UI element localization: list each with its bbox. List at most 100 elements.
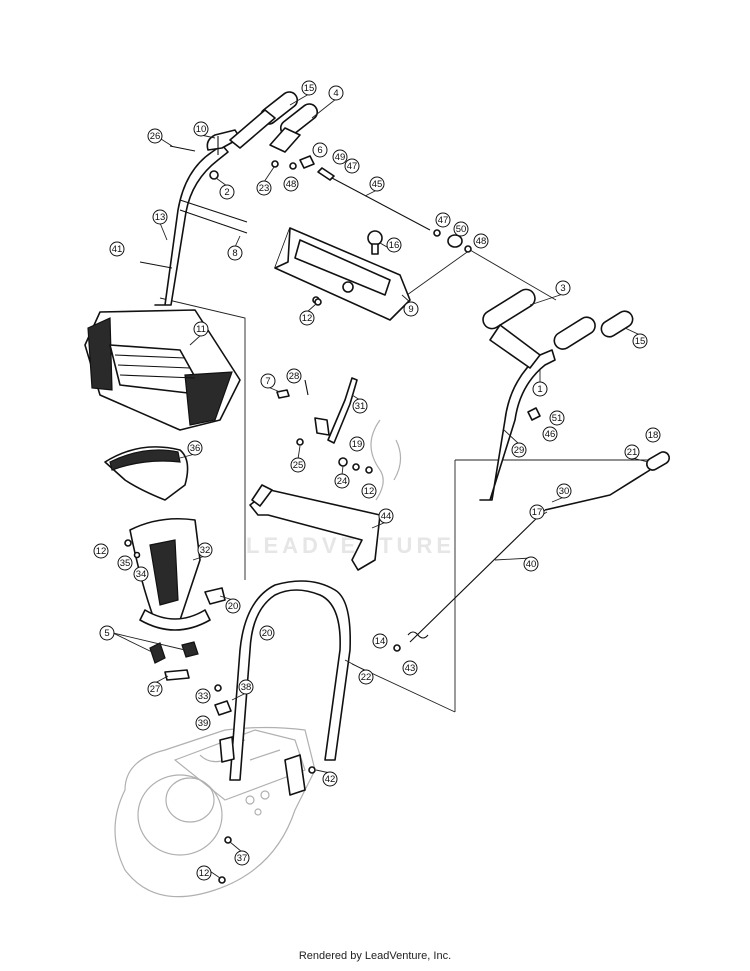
callout-47[interactable]: 47 <box>344 158 360 174</box>
callout-9[interactable]: 9 <box>403 301 419 317</box>
render-credit: Rendered by LeadVenture, Inc. <box>298 950 452 962</box>
callout-29[interactable]: 29 <box>511 442 527 458</box>
callout-44[interactable]: 44 <box>378 508 394 524</box>
callout-number: 48 <box>286 179 297 190</box>
callout-18[interactable]: 18 <box>645 427 661 443</box>
callout-48[interactable]: 48 <box>473 233 489 249</box>
callout-circle <box>523 556 539 572</box>
callout-number: 3 <box>560 283 565 294</box>
callout-20[interactable]: 20 <box>259 625 275 641</box>
callout-24[interactable]: 24 <box>334 473 350 489</box>
callout-number: 23 <box>259 183 270 194</box>
callout-6[interactable]: 6 <box>312 142 328 158</box>
callout-5[interactable]: 5 <box>99 625 115 641</box>
callout-17[interactable]: 17 <box>529 504 545 520</box>
callout-circle <box>259 625 275 641</box>
callout-12[interactable]: 12 <box>361 483 377 499</box>
callout-37[interactable]: 37 <box>234 850 250 866</box>
callout-4[interactable]: 4 <box>328 85 344 101</box>
callout-39[interactable]: 39 <box>195 715 211 731</box>
callout-circle <box>99 625 115 641</box>
callout-48[interactable]: 48 <box>283 176 299 192</box>
callout-number: 38 <box>241 682 252 693</box>
callout-36[interactable]: 36 <box>187 440 203 456</box>
callout-14[interactable]: 14 <box>372 633 388 649</box>
callout-circle <box>549 410 565 426</box>
callout-25[interactable]: 25 <box>290 457 306 473</box>
callout-2[interactable]: 2 <box>219 184 235 200</box>
callout-33[interactable]: 33 <box>195 688 211 704</box>
callout-11[interactable]: 11 <box>193 321 209 337</box>
callout-45[interactable]: 45 <box>369 176 385 192</box>
callout-number: 8 <box>232 248 237 259</box>
callout-circle <box>328 85 344 101</box>
callout-22[interactable]: 22 <box>358 669 374 685</box>
callout-number: 20 <box>262 628 273 639</box>
callout-number: 14 <box>375 636 386 647</box>
callout-3[interactable]: 3 <box>555 280 571 296</box>
callout-number: 47 <box>438 215 449 226</box>
callout-15[interactable]: 15 <box>301 80 317 96</box>
reference-lines <box>159 249 655 713</box>
callout-13[interactable]: 13 <box>152 209 168 225</box>
callout-number: 49 <box>335 152 346 163</box>
callout-26[interactable]: 26 <box>147 128 163 144</box>
callout-15[interactable]: 15 <box>632 333 648 349</box>
callout-circle <box>344 158 360 174</box>
callout-31[interactable]: 31 <box>352 398 368 414</box>
callout-28[interactable]: 28 <box>286 368 302 384</box>
callout-50[interactable]: 50 <box>453 221 469 237</box>
callout-1[interactable]: 1 <box>532 381 548 397</box>
callout-circle <box>187 440 203 456</box>
callout-circle <box>219 184 235 200</box>
callout-number: 39 <box>198 718 209 729</box>
callout-40[interactable]: 40 <box>523 556 539 572</box>
top-hardware <box>169 136 335 181</box>
callout-number: 50 <box>456 224 467 235</box>
callout-circle <box>117 555 133 571</box>
discharge-chute <box>129 517 226 681</box>
callout-circle <box>453 221 469 237</box>
callout-number: 44 <box>381 511 392 522</box>
callout-circle <box>332 149 348 165</box>
callout-number: 31 <box>355 401 366 412</box>
callout-32[interactable]: 32 <box>197 542 213 558</box>
callout-27[interactable]: 27 <box>147 681 163 697</box>
callout-20[interactable]: 20 <box>225 598 241 614</box>
callout-circle <box>195 688 211 704</box>
callout-43[interactable]: 43 <box>402 660 418 676</box>
callout-19[interactable]: 19 <box>349 436 365 452</box>
callout-21[interactable]: 21 <box>624 444 640 460</box>
callout-46[interactable]: 46 <box>542 426 558 442</box>
callout-12[interactable]: 12 <box>93 543 109 559</box>
callout-42[interactable]: 42 <box>322 771 338 787</box>
callout-circle <box>645 427 661 443</box>
callout-number: 12 <box>364 486 375 497</box>
callout-10[interactable]: 10 <box>193 121 209 137</box>
callout-circle <box>93 543 109 559</box>
control-cable <box>331 177 472 253</box>
callout-23[interactable]: 23 <box>256 180 272 196</box>
callout-circle <box>473 233 489 249</box>
callout-30[interactable]: 30 <box>556 483 572 499</box>
callout-12[interactable]: 12 <box>196 865 212 881</box>
callout-circle <box>361 483 377 499</box>
callout-8[interactable]: 8 <box>227 245 243 261</box>
callout-7[interactable]: 7 <box>260 373 276 389</box>
callout-41[interactable]: 41 <box>109 241 125 257</box>
callout-number: 37 <box>237 853 248 864</box>
callout-16[interactable]: 16 <box>386 237 402 253</box>
callout-number: 43 <box>405 663 416 674</box>
callout-51[interactable]: 51 <box>549 410 565 426</box>
callout-47[interactable]: 47 <box>435 212 451 228</box>
callout-35[interactable]: 35 <box>117 555 133 571</box>
control-bracket <box>249 484 381 571</box>
callout-number: 17 <box>532 507 543 518</box>
callout-circle <box>435 212 451 228</box>
callout-12[interactable]: 12 <box>299 310 315 326</box>
callout-number: 45 <box>372 179 383 190</box>
callout-34[interactable]: 34 <box>133 566 149 582</box>
callout-number: 2 <box>224 187 229 198</box>
callout-49[interactable]: 49 <box>332 149 348 165</box>
callout-38[interactable]: 38 <box>238 679 254 695</box>
